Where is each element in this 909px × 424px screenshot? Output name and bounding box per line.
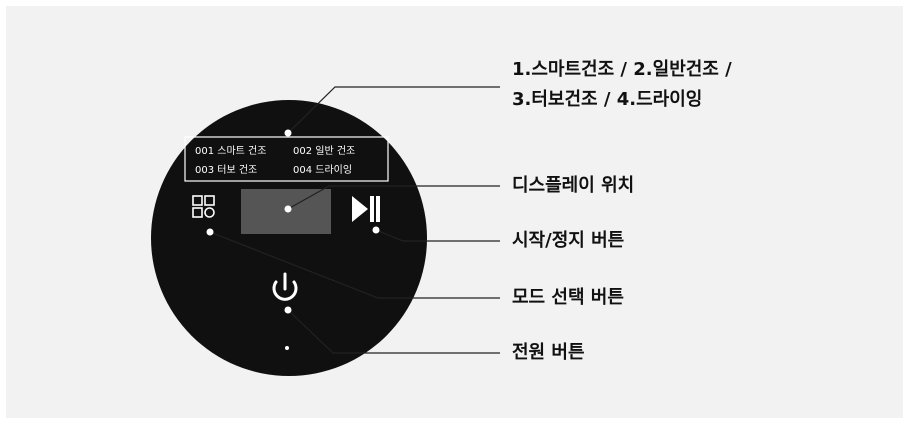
leader-modes	[287, 86, 500, 134]
power-icon[interactable]	[272, 272, 298, 301]
leader-dots	[206, 129, 380, 314]
leader-mode-select	[209, 231, 500, 299]
leader-display	[287, 185, 500, 210]
mode-item-1: 001 스마트 건조	[195, 145, 266, 157]
mode-item-4: 004 드라이잉	[293, 164, 352, 176]
callout-power: 전원 버튼	[512, 342, 585, 363]
device-bezel	[151, 100, 427, 376]
play-pause-icon[interactable]	[352, 196, 380, 222]
callout-modes-line2: 3.터보건조 / 4.드라이잉	[512, 89, 703, 110]
callout-display: 디스플레이 위치	[512, 175, 635, 196]
callout-mode-select: 모드 선택 버튼	[512, 287, 624, 308]
bottom-indicator	[285, 346, 289, 350]
leader-power	[287, 309, 500, 354]
callout-start-stop: 시작/정지 버튼	[512, 230, 625, 251]
mode-item-3: 003 터보 건조	[195, 164, 257, 176]
leader-start-stop	[375, 229, 500, 242]
mode-item-2: 002 일반 건조	[293, 145, 355, 157]
mode-list-box: 001 스마트 건조 002 일반 건조 003 터보 건조 004 드라이잉	[184, 136, 389, 182]
callout-modes-line1: 1.스마트건조 / 2.일반건조 /	[512, 59, 732, 80]
leader-lines	[209, 86, 500, 354]
mode-grid-icon[interactable]	[192, 195, 215, 218]
